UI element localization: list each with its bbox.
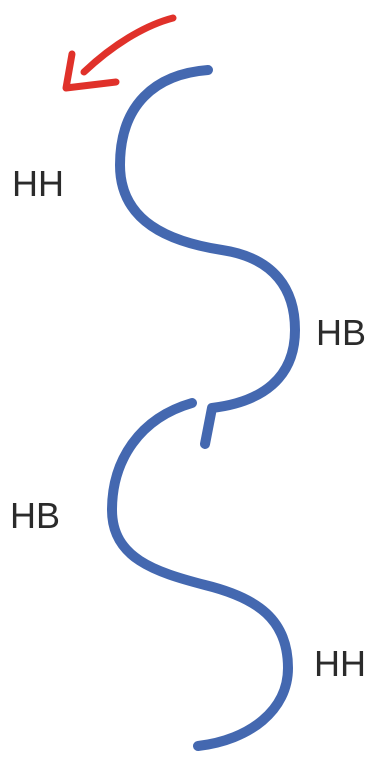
upper-strand xyxy=(115,65,300,449)
label-top-left: HH xyxy=(12,163,64,204)
direction-arrow xyxy=(62,14,177,92)
label-bottom-right: HH xyxy=(314,643,366,684)
lower-strand xyxy=(107,398,293,751)
label-upper-right: HB xyxy=(316,312,366,353)
label-lower-left: HB xyxy=(10,495,60,536)
arrow-shaft xyxy=(80,14,177,76)
arrow-head xyxy=(62,50,120,92)
